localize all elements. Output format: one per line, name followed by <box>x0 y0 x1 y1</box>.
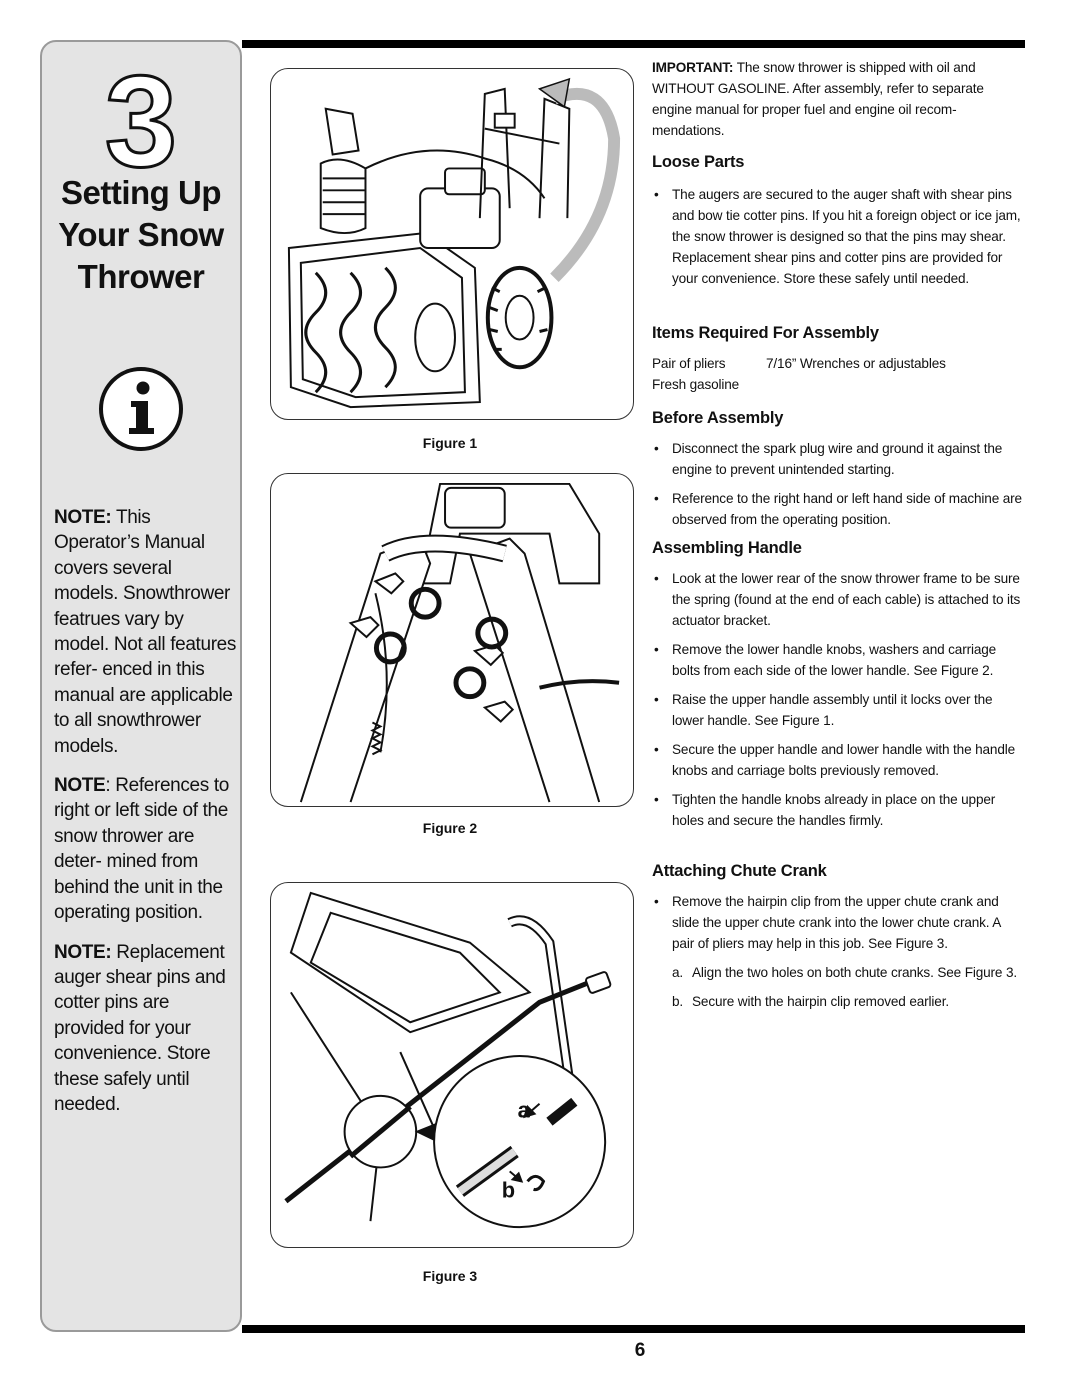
important-text: The snow thrower is shipped with oil and… <box>652 60 984 138</box>
figure-2-handle-knobs <box>270 473 634 807</box>
heading-loose-parts: Loose Parts <box>652 153 745 171</box>
assembling-handle-bullet: Remove the lower handle knobs, washers a… <box>652 639 1024 681</box>
figure-3-label-b: b <box>502 1177 515 1202</box>
page-number: 6 <box>634 1340 646 1361</box>
chapter-sidebar <box>40 40 242 1332</box>
item-pliers: Pair of pliers <box>652 356 726 371</box>
chute-crank-step-b: b. Secure with the hairpin clip removed … <box>672 994 949 1009</box>
figure-1-snow-thrower <box>270 68 634 420</box>
sidebar-notes: NOTE: This Operator’s Manual covers seve… <box>54 505 240 1131</box>
important-label: IMPORTANT: <box>652 60 734 75</box>
info-icon <box>98 366 184 452</box>
chapter-title: Setting Up Your Snow Thrower <box>40 172 242 298</box>
item-wrenches: 7/16” Wrenches or adjustables <box>766 356 946 371</box>
assembling-handle-bullet: Secure the upper handle and lower handle… <box>652 739 1024 781</box>
section-items-required: Items Required For Assembly Pair of plie… <box>652 323 1024 395</box>
heading-before-assembly: Before Assembly <box>652 409 784 427</box>
section-loose-parts: Loose Parts The augers are secured to th… <box>652 152 1024 297</box>
before-assembly-bullet: Reference to the right hand or left hand… <box>652 488 1024 530</box>
item-gasoline: Fresh gasoline <box>652 377 740 392</box>
before-assembly-bullet: Disconnect the spark plug wire and groun… <box>652 438 1024 480</box>
heading-assembling-handle: Assembling Handle <box>652 539 802 557</box>
figure-3-chute-crank: a b <box>270 882 634 1248</box>
note-sides: NOTE: References to right or left side o… <box>54 775 229 924</box>
figure-3-label-a: a <box>518 1098 531 1123</box>
figure-2-caption: Figure 2 <box>422 820 478 836</box>
section-attaching-chute-crank: Attaching Chute Crank Remove the hairpin… <box>652 861 1024 1020</box>
figure-1-caption: Figure 1 <box>422 435 478 451</box>
heading-items-required: Items Required For Assembly <box>652 324 879 342</box>
chute-crank-bullet: Remove the hairpin clip from the upper c… <box>652 891 1024 954</box>
assembling-handle-bullet: Look at the lower rear of the snow throw… <box>652 568 1024 631</box>
figure-3-caption: Figure 3 <box>422 1268 478 1284</box>
note-shear-pins: NOTE: Replacement auger shear pins and c… <box>54 941 226 1115</box>
note-models: NOTE: This Operator’s Manual covers seve… <box>54 507 237 757</box>
assembling-handle-bullet: Raise the upper handle assembly until it… <box>652 689 1024 731</box>
important-notice: IMPORTANT: The snow thrower is shipped w… <box>652 57 1024 141</box>
chapter-title-line1: Setting Up <box>61 174 221 211</box>
assembling-handle-bullet: Tighten the handle knobs already in plac… <box>652 789 1024 831</box>
chute-crank-step-a: a. Align the two holes on both chute cra… <box>672 965 1017 980</box>
heading-attaching-chute-crank: Attaching Chute Crank <box>652 862 827 880</box>
chapter-title-line2: Your Snow <box>58 216 224 253</box>
bottom-rule <box>242 1325 1025 1333</box>
chapter-number: 3 <box>103 48 178 194</box>
loose-parts-bullet: The augers are secured to the auger shaf… <box>652 184 1024 289</box>
top-rule <box>242 40 1025 48</box>
section-before-assembly: Before Assembly Disconnect the spark plu… <box>652 408 1024 538</box>
section-assembling-handle: Assembling Handle Look at the lower rear… <box>652 538 1024 839</box>
chapter-title-line3: Thrower <box>77 258 205 295</box>
